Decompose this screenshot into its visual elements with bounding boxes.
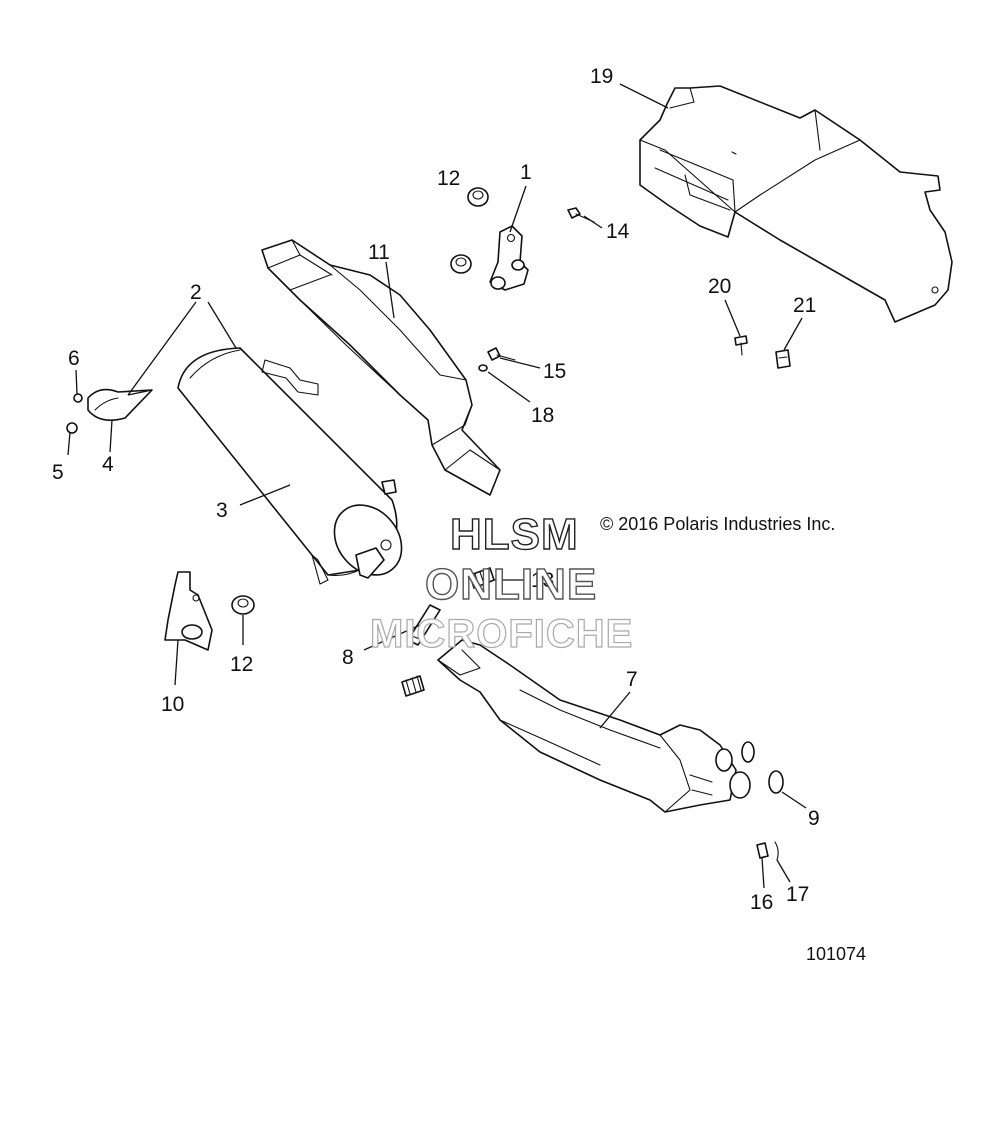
copyright-notice: © 2016 Polaris Industries Inc.: [600, 514, 836, 534]
part-20-bolt: [734, 335, 748, 356]
watermark-line-2: ONLINE: [424, 559, 598, 609]
callout-12-upper: 12: [437, 167, 461, 190]
callout-14: 14: [606, 220, 630, 243]
callout-5: 5: [52, 461, 64, 484]
callout-1: 1: [520, 161, 532, 184]
callout-20: 20: [708, 275, 732, 298]
callout-4: 4: [102, 453, 114, 476]
part-15-bolt: [487, 347, 516, 361]
callout-21: 21: [793, 294, 817, 317]
watermark-line-1: HLSM: [449, 509, 579, 559]
figure-number: 101074: [806, 944, 867, 964]
callout-6: 6: [68, 347, 80, 370]
part-8-pin: [407, 604, 441, 646]
part-5-screw: [66, 422, 78, 434]
callout-17: 17: [786, 883, 810, 906]
part-16-nut: [756, 842, 769, 859]
part-11-heat-shield: [261, 239, 501, 496]
part-3-muffler: [177, 347, 403, 585]
part-9-gasket: [741, 741, 784, 794]
callout-12-lower: 12: [230, 653, 254, 676]
callout-10: 10: [161, 693, 185, 716]
callout-13: 13: [531, 569, 555, 592]
part-6-screw: [73, 393, 83, 403]
callout-2: 2: [190, 281, 202, 304]
callout-19: 19: [590, 65, 614, 88]
part-7-header-pipe: [437, 639, 751, 813]
part-12-nut-upper: [450, 187, 489, 274]
part-4-spark-arrestor: [87, 388, 153, 421]
part-19-heat-shield: [639, 85, 953, 323]
leader-lines: [67, 83, 807, 889]
part-10-bracket: [164, 571, 213, 651]
callout-8: 8: [342, 646, 354, 669]
callout-11: 11: [368, 241, 390, 264]
part-18-washer: [478, 364, 488, 372]
part-1-bracket: [489, 225, 529, 291]
part-21-clip: [775, 349, 791, 369]
part-17-clip: [774, 841, 779, 861]
callout-9: 9: [808, 807, 820, 830]
callout-7: 7: [626, 668, 638, 691]
callout-3: 3: [216, 499, 228, 522]
callout-16: 16: [750, 891, 774, 914]
watermark-line-3: MICROFICHE: [369, 611, 634, 656]
part-13-spring-lower: [401, 675, 425, 697]
callout-15: 15: [543, 360, 567, 383]
callout-18: 18: [531, 404, 555, 427]
part-12-nut-lower: [231, 595, 255, 615]
